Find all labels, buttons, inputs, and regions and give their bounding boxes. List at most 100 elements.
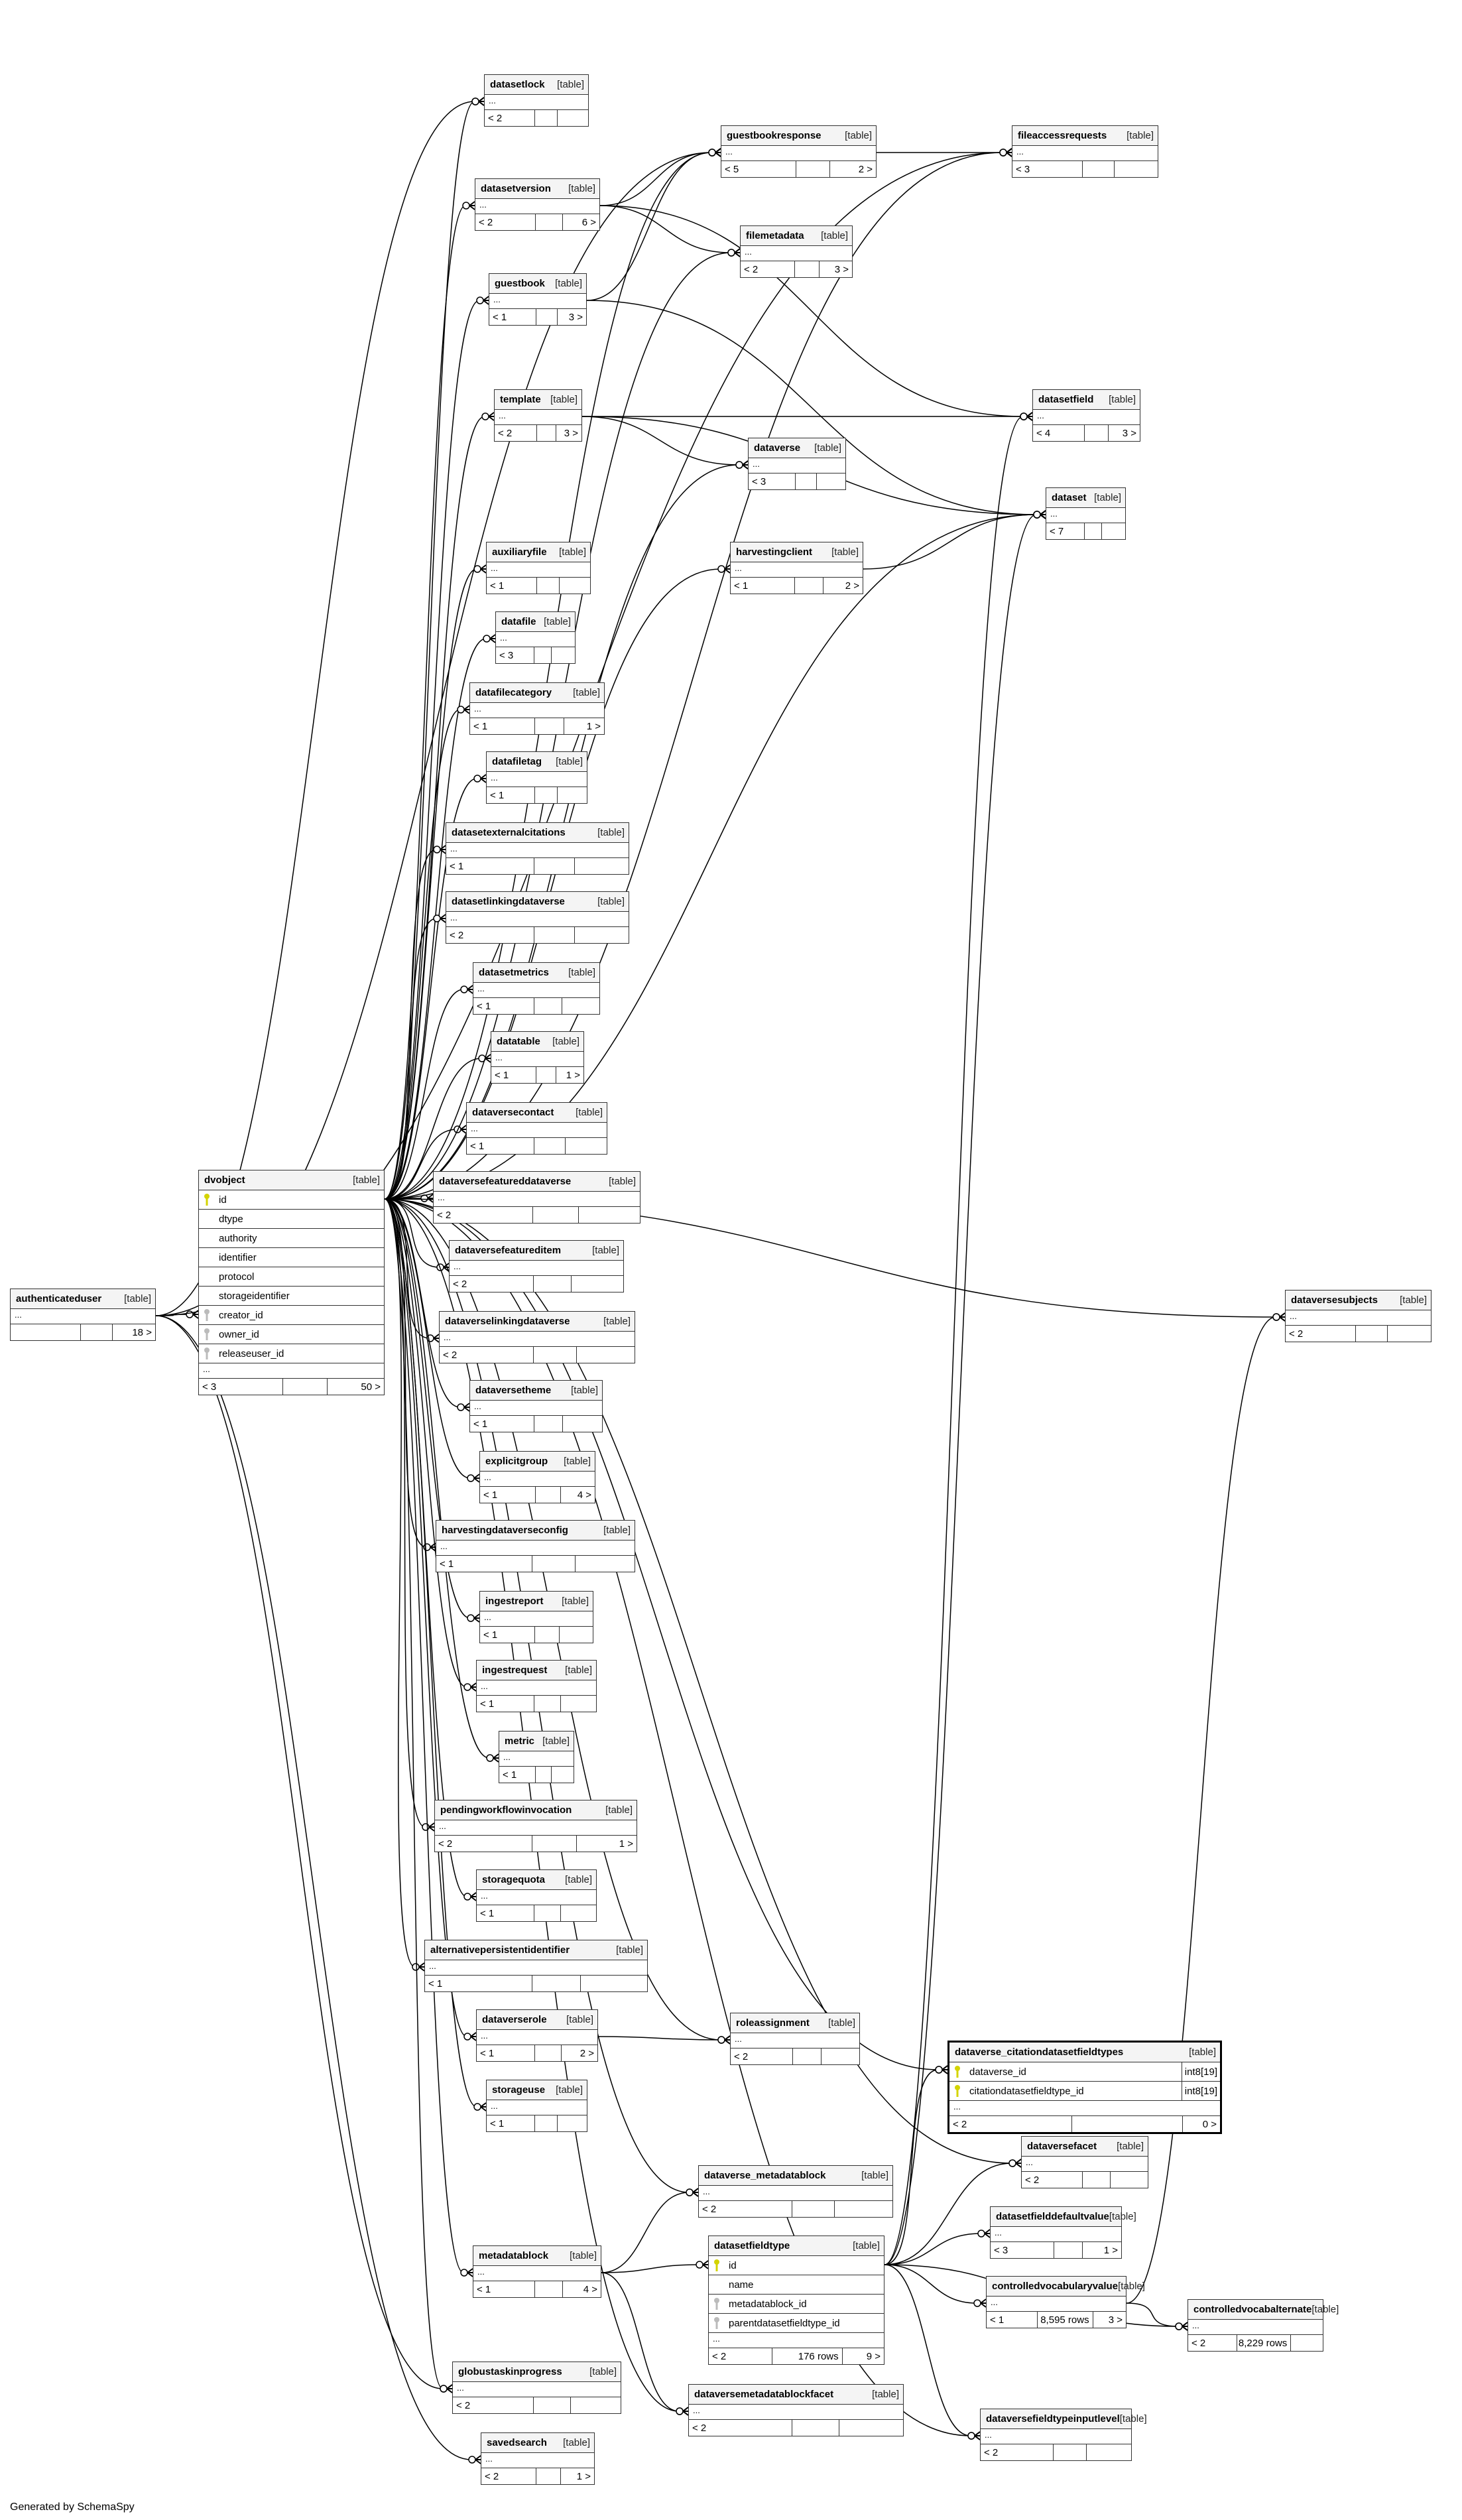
children-count[interactable] (562, 1416, 602, 1432)
children-count[interactable]: 3 > (818, 261, 852, 277)
parents-count[interactable]: < 1 (503, 1769, 517, 1781)
table-header[interactable]: datasetlock[table] (485, 75, 588, 95)
table-header[interactable]: authenticateduser[table] (11, 1289, 155, 1309)
table-header[interactable]: harvestingdataverseconfig[table] (436, 1521, 635, 1541)
more-columns[interactable]: ... (1188, 2320, 1323, 2335)
parents-count[interactable]: < 1 (493, 311, 507, 323)
table-header[interactable]: ingestrequest[table] (477, 1661, 596, 1680)
column-row[interactable]: parentdatasetfieldtype_id (709, 2314, 884, 2333)
children-count[interactable] (1109, 2172, 1148, 2188)
parents-count[interactable]: < 2 (1289, 1328, 1304, 1340)
more-columns[interactable]: ... (731, 562, 863, 578)
table-name[interactable]: harvestingclient (736, 546, 813, 558)
table-name[interactable]: dataversefeatureditem (455, 1245, 562, 1256)
table-metric[interactable]: metric[table]...< 1 (499, 1731, 574, 1783)
parents-count[interactable]: < 2 (953, 2118, 967, 2130)
more-columns[interactable]: ... (446, 912, 629, 927)
table-name[interactable]: controlledvocabularyvalue (992, 2281, 1119, 2292)
parents-count[interactable]: < 1 (480, 1698, 495, 1710)
table-name[interactable]: dataverse (754, 442, 801, 454)
more-columns[interactable]: ... (487, 562, 590, 578)
table-name[interactable]: dataverselinkingdataverse (445, 1316, 570, 1327)
more-columns[interactable]: ... (981, 2429, 1131, 2444)
table-name[interactable]: dataverse_metadatablock (704, 2170, 826, 2181)
more-columns[interactable]: ... (473, 2266, 601, 2281)
table-header[interactable]: dataversefeatureddataverse[table] (434, 1172, 640, 1192)
children-count[interactable] (574, 927, 629, 943)
parents-count[interactable]: < 3 (499, 649, 514, 661)
children-count[interactable] (559, 578, 590, 594)
table-name[interactable]: pendingworkflowinvocation (440, 1804, 572, 1816)
parents-count[interactable]: < 3 (202, 1381, 217, 1393)
children-count[interactable] (1290, 2335, 1323, 2351)
table-authenticateduser[interactable]: authenticateduser[table]...18 > (10, 1289, 156, 1341)
table-storageuse[interactable]: storageuse[table]...< 1 (486, 2080, 587, 2132)
parents-count[interactable]: < 1 (450, 860, 464, 872)
more-columns[interactable]: ... (699, 2186, 892, 2201)
children-count[interactable] (820, 2048, 859, 2064)
more-columns[interactable]: ... (436, 1541, 635, 1556)
column-row[interactable]: id (709, 2256, 884, 2275)
children-count[interactable] (574, 858, 629, 874)
table-ingestreport[interactable]: ingestreport[table]...< 1 (479, 1591, 593, 1643)
children-count[interactable]: 1 > (560, 2468, 594, 2484)
more-columns[interactable]: ... (1033, 410, 1140, 425)
table-name[interactable]: dataset (1052, 492, 1087, 503)
table-dataset[interactable]: dataset[table]...< 7 (1046, 487, 1126, 540)
table-header[interactable]: guestbookresponse[table] (721, 126, 876, 146)
table-name[interactable]: datasetlock (490, 79, 545, 90)
table-header[interactable]: dataversetheme[table] (470, 1381, 602, 1401)
children-count[interactable] (551, 647, 575, 663)
more-columns[interactable]: ... (1012, 146, 1158, 161)
table-header[interactable]: fileaccessrequests[table] (1012, 126, 1158, 146)
children-count[interactable]: 2 > (829, 161, 876, 177)
children-count[interactable] (560, 1905, 596, 1921)
table-header[interactable]: metadatablock[table] (473, 2246, 601, 2266)
children-count[interactable]: 2 > (561, 2045, 597, 2061)
table-header[interactable]: storageuse[table] (487, 2080, 587, 2100)
table-name[interactable]: roleassignment (736, 2017, 810, 2029)
table-name[interactable]: datasetversion (481, 183, 551, 194)
table-harvestingdataverseconfig[interactable]: harvestingdataverseconfig[table]... < 1 (436, 1520, 635, 1572)
table-header[interactable]: dataversesubjects[table] (1286, 1291, 1431, 1310)
parents-count[interactable] (11, 1324, 80, 1340)
table-datasetexternalcitations[interactable]: datasetexternalcitations[table]...< 1 (446, 822, 629, 875)
table-alternativepersistentidentifier[interactable]: alternativepersistentidentifier[table]..… (424, 1940, 648, 1992)
table-header[interactable]: roleassignment[table] (731, 2013, 859, 2033)
parents-count[interactable]: < 1 (473, 1418, 488, 1430)
parents-count[interactable]: < 2 (692, 2422, 707, 2434)
more-columns[interactable]: ... (470, 703, 604, 718)
table-header[interactable]: dataversefacet[table] (1022, 2137, 1148, 2157)
table-name[interactable]: ingestrequest (482, 1665, 548, 1676)
table-name[interactable]: globustaskinprogress (458, 2366, 562, 2377)
more-columns[interactable]: ... (11, 1309, 155, 1324)
table-header[interactable]: controlledvocabalternate[table] (1188, 2300, 1339, 2320)
table-header[interactable]: datasetfield[table] (1033, 390, 1140, 410)
table-header[interactable]: dataversecontact[table] (467, 1103, 607, 1123)
table-name[interactable]: storagequota (482, 1874, 546, 1885)
more-columns[interactable]: ... (450, 1261, 623, 1276)
children-count[interactable]: 1 > (576, 1836, 637, 1852)
children-count[interactable]: 1 > (564, 718, 604, 734)
more-columns[interactable]: ... (749, 458, 845, 473)
parents-count[interactable]: < 2 (479, 216, 493, 228)
table-name[interactable]: dataversemetadatablockfacet (694, 2389, 834, 2400)
table-name[interactable]: datatable (497, 1036, 540, 1047)
table-name[interactable]: dataversefieldtypeinputlevel (986, 2413, 1120, 2425)
column-row[interactable]: protocol (199, 1267, 384, 1287)
children-count[interactable]: 50 > (326, 1379, 384, 1395)
children-count[interactable] (1101, 523, 1125, 539)
parents-count[interactable]: < 2 (450, 929, 464, 941)
children-count[interactable]: 2 > (823, 578, 863, 594)
parents-count[interactable]: < 2 (712, 2350, 727, 2362)
parents-count[interactable]: < 1 (480, 1907, 495, 1919)
parents-count[interactable]: < 1 (440, 1558, 454, 1570)
parents-count[interactable]: < 4 (1036, 427, 1051, 439)
more-columns[interactable]: ... (480, 1472, 595, 1487)
more-columns[interactable]: ... (199, 1363, 384, 1379)
parents-count[interactable]: < 2 (702, 2203, 717, 2215)
